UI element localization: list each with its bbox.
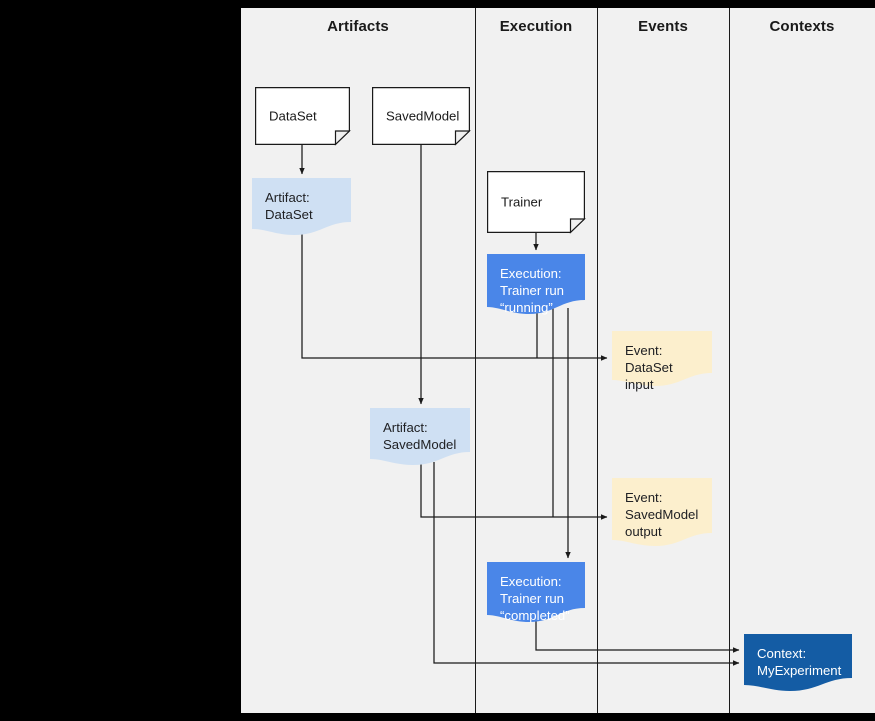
node-label: Trainer bbox=[501, 194, 543, 210]
document-fold-shape bbox=[372, 87, 471, 146]
node-artifact-dataset[interactable]: Artifact: DataSet bbox=[252, 178, 351, 235]
node-type-trainer[interactable]: Trainer bbox=[487, 171, 586, 234]
node-label: Artifact: DataSet bbox=[265, 190, 313, 222]
wave-bottom-shape bbox=[612, 478, 712, 546]
node-label: Artifact: SavedModel bbox=[383, 420, 457, 452]
document-fold-shape bbox=[255, 87, 351, 146]
column-header-contexts: Contexts bbox=[769, 18, 835, 35]
node-type-savedmodel[interactable]: SavedModel bbox=[372, 87, 471, 146]
wave-bottom-shape bbox=[487, 254, 585, 314]
node-event-dataset-input[interactable]: Event: DataSet input bbox=[612, 331, 712, 392]
column-header-artifacts: Artifacts bbox=[327, 18, 389, 35]
node-event-savedmodel-output[interactable]: Event: SavedModel output bbox=[612, 478, 712, 546]
wave-bottom-shape bbox=[252, 178, 351, 235]
node-execution-completed[interactable]: Execution: Trainer run “completed” bbox=[487, 562, 585, 623]
node-label: SavedModel bbox=[386, 108, 460, 124]
node-execution-running[interactable]: Execution: Trainer run “running” bbox=[487, 254, 585, 315]
node-type-dataset[interactable]: DataSet bbox=[255, 87, 351, 146]
document-fold-shape bbox=[487, 171, 586, 234]
node-label: Event: SavedModel output bbox=[625, 490, 699, 539]
node-label: DataSet bbox=[269, 108, 317, 124]
node-artifact-savedmodel[interactable]: Artifact: SavedModel bbox=[370, 408, 470, 465]
node-context-myexperiment[interactable]: Context: MyExperiment bbox=[744, 634, 852, 691]
node-label: Execution: Trainer run “running” bbox=[500, 266, 565, 315]
node-label: Event: DataSet input bbox=[625, 343, 673, 392]
wave-bottom-shape bbox=[612, 331, 712, 386]
wave-bottom-shape bbox=[744, 634, 852, 691]
node-label: Execution: Trainer run “completed” bbox=[500, 574, 570, 623]
column-header-execution: Execution bbox=[499, 18, 573, 35]
wave-bottom-shape bbox=[370, 408, 470, 465]
wave-bottom-shape bbox=[487, 562, 585, 622]
column-header-events: Events bbox=[638, 18, 688, 35]
node-label: Context: MyExperiment bbox=[757, 646, 842, 678]
